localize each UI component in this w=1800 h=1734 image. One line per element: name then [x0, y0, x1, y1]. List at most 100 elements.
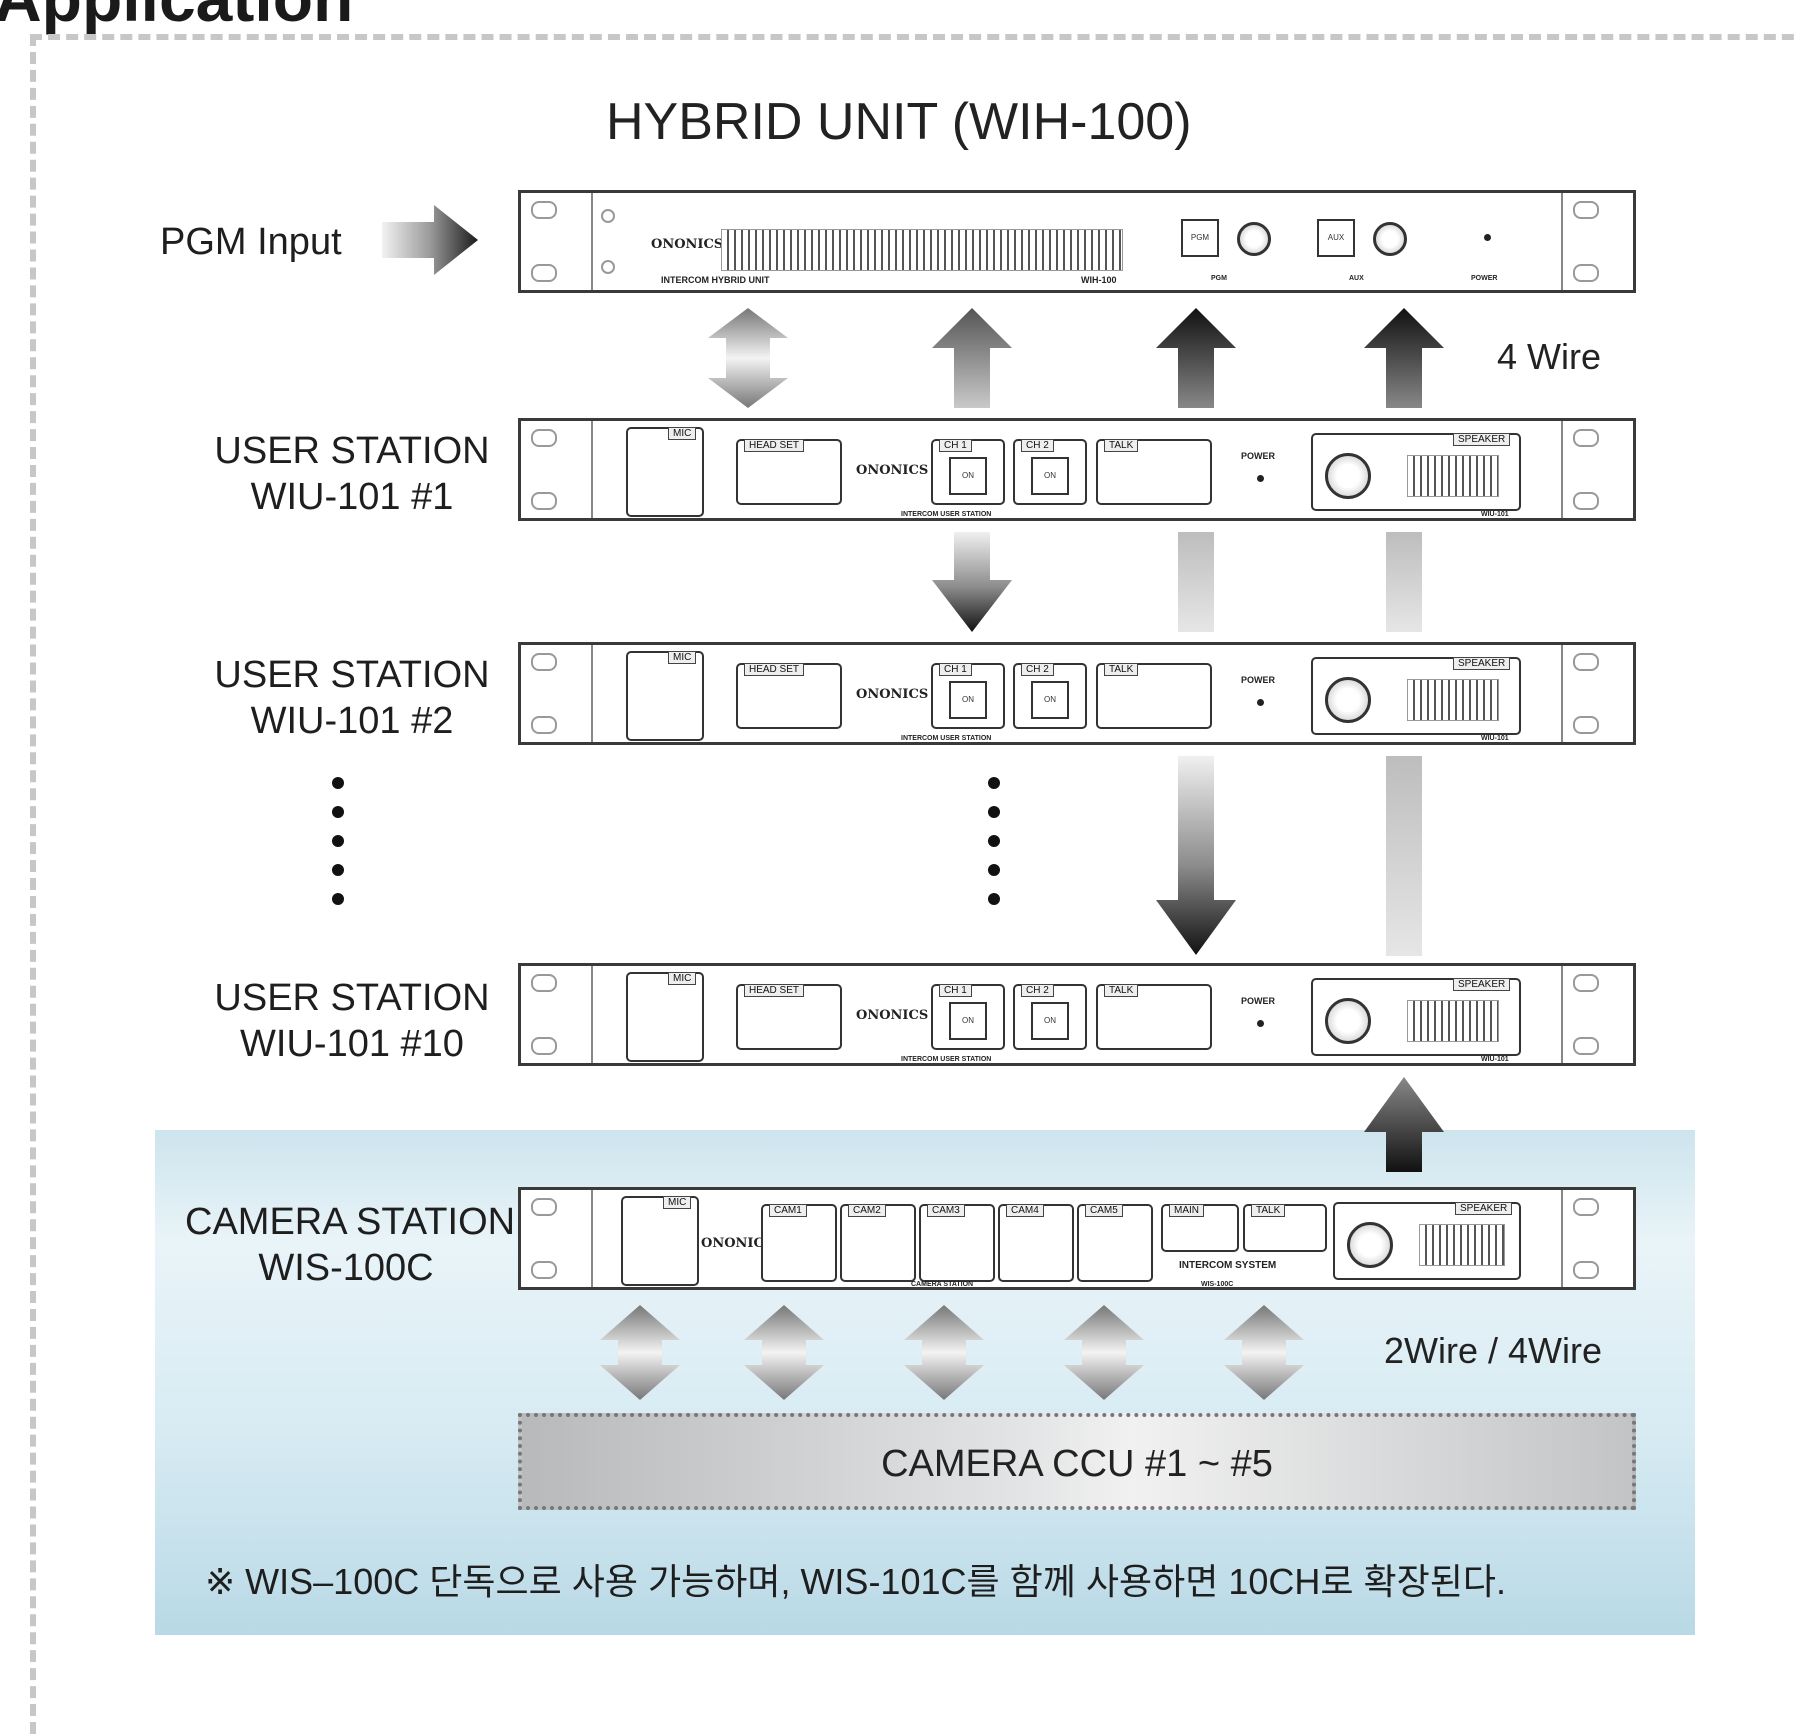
power-led — [1257, 1020, 1264, 1027]
aux-pass-bar — [1386, 532, 1422, 632]
speaker-unit: SPEAKER — [1311, 657, 1521, 735]
to-camera-station-arrow — [1364, 1077, 1444, 1172]
rack-ear-left — [521, 1190, 593, 1287]
aux-pass-bar-lower — [1386, 756, 1422, 956]
ch1-up-arrow — [932, 308, 1012, 408]
rack-ear-right — [1561, 421, 1633, 518]
mic-connector: MIC — [626, 651, 704, 741]
speaker-grill — [1407, 1000, 1499, 1042]
brand-logo: ONONICS — [856, 1008, 929, 1023]
speaker-grill — [1419, 1224, 1505, 1266]
user-station-model-text: WIU-101 — [1481, 1056, 1509, 1063]
power-text: POWER — [1241, 996, 1276, 1006]
cam3-module: CAM3 — [919, 1204, 995, 1282]
pgm-text: PGM — [1211, 275, 1227, 282]
rack-ear-right — [1561, 193, 1633, 290]
camera-station-panel: MIC ONONICS CAM1 CAM2 CAM3 CAM4 CAM5 MAI… — [518, 1187, 1636, 1290]
pgm-input-label: PGM Input — [160, 221, 342, 263]
pgm-input-arrow — [382, 205, 478, 275]
pgm-button: PGM — [1181, 219, 1219, 257]
headset-jack: HEAD SET — [736, 984, 842, 1050]
rack-ear-left — [521, 421, 593, 518]
camera-ccu-box: CAMERA CCU #1 ~ #5 — [518, 1413, 1636, 1510]
user-station-name-text: INTERCOM USER STATION — [901, 511, 992, 518]
camera-station-model-text: WIS-100C — [1201, 1281, 1234, 1288]
aux-volume-knob — [1373, 222, 1407, 256]
ccu-double-arrow-1 — [600, 1305, 680, 1400]
brand-logo: ONONICS — [651, 237, 724, 252]
rack-ear-left — [521, 966, 593, 1063]
speaker-volume-knob — [1325, 453, 1371, 499]
talk-switch: TALK — [1243, 1204, 1327, 1252]
cam2-module: CAM2 — [840, 1204, 916, 1282]
pgm-up-arrow — [1156, 308, 1236, 408]
ch1-down-arrow — [932, 532, 1012, 632]
user-station-name-text: INTERCOM USER STATION — [901, 735, 992, 742]
two-four-wire-label: 2Wire / 4Wire — [1384, 1330, 1603, 1371]
camera-station-name-text: CAMERA STATION — [911, 1281, 974, 1288]
power-led — [1484, 234, 1491, 241]
pgm-down-arrow — [1156, 756, 1236, 955]
aux-up-arrow — [1364, 308, 1444, 408]
hybrid-to-user1-double-arrow — [708, 308, 788, 408]
pgm-volume-knob — [1237, 222, 1271, 256]
ellipsis-dots-left — [332, 777, 344, 922]
diagram-title: HYBRID UNIT (WIH-100) — [606, 93, 1192, 151]
aux-button: AUX — [1317, 219, 1355, 257]
rack-ear-right — [1561, 645, 1633, 742]
brand-logo: ONONICS — [701, 1236, 774, 1251]
ccu-double-arrow-2 — [744, 1305, 824, 1400]
talk-switch: TALK — [1096, 663, 1212, 729]
power-led — [1257, 699, 1264, 706]
hybrid-model-text: WIH-100 — [1081, 275, 1117, 285]
mic-connector: MIC — [626, 972, 704, 1062]
intercom-system-text: INTERCOM SYSTEM — [1179, 1260, 1277, 1271]
power-text: POWER — [1471, 275, 1498, 282]
power-text: POWER — [1241, 451, 1276, 461]
mic-connector: MIC — [621, 1196, 699, 1286]
cam4-module: CAM4 — [998, 1204, 1074, 1282]
dashed-frame — [30, 34, 1800, 1734]
cam5-module: CAM5 — [1077, 1204, 1153, 1282]
headset-jack: HEAD SET — [736, 663, 842, 729]
rack-ear-left — [521, 193, 593, 290]
power-led — [1257, 475, 1264, 482]
talk-switch: TALK — [1096, 984, 1212, 1050]
speaker-unit: SPEAKER — [1333, 1202, 1521, 1280]
screw-icon — [601, 260, 615, 274]
rack-ear-right — [1561, 966, 1633, 1063]
speaker-unit: SPEAKER — [1311, 433, 1521, 511]
speaker-grill — [1407, 679, 1499, 721]
user-station-model-text: WIU-101 — [1481, 735, 1509, 742]
talk-switch: TALK — [1096, 439, 1212, 505]
speaker-volume-knob — [1347, 1222, 1393, 1268]
four-wire-label: 4 Wire — [1497, 336, 1602, 377]
screw-icon — [601, 209, 615, 223]
hybrid-name-text: INTERCOM HYBRID UNIT — [661, 275, 770, 285]
ccu-double-arrow-3 — [904, 1305, 984, 1400]
rack-ear-left — [521, 645, 593, 742]
main-switch: MAIN — [1161, 1204, 1239, 1252]
speaker-grill — [1407, 455, 1499, 497]
speaker-volume-knob — [1325, 677, 1371, 723]
camera-ccu-label: CAMERA CCU #1 ~ #5 — [881, 1443, 1273, 1485]
user-station-name-text: INTERCOM USER STATION — [901, 1056, 992, 1063]
headset-jack: HEAD SET — [736, 439, 842, 505]
power-text: POWER — [1241, 675, 1276, 685]
user-station-model-text: WIU-101 — [1481, 511, 1509, 518]
section-heading: Application — [0, 0, 353, 36]
ccu-double-arrow-5 — [1224, 1305, 1304, 1400]
brand-logo: ONONICS — [856, 463, 929, 478]
mic-connector: MIC — [626, 427, 704, 517]
